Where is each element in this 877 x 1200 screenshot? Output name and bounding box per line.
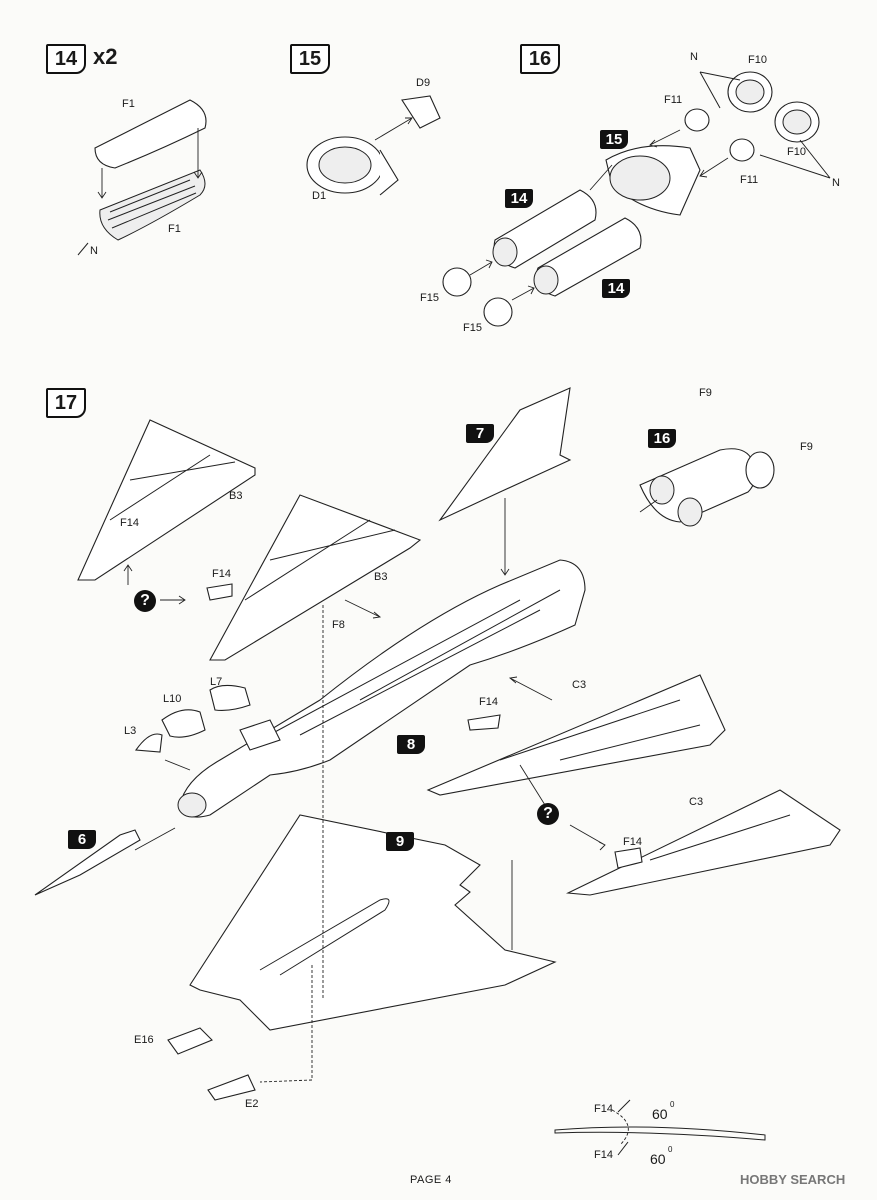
ref-step7-text: 7 (475, 425, 485, 442)
step17-drawing (34, 387, 841, 1101)
ref-step16-text: 16 (653, 430, 671, 447)
label-f1-bottom: F1 (168, 223, 181, 235)
step-15-badge: 15 (290, 44, 330, 74)
ref-step16: 16 (648, 429, 676, 448)
step-14-multiplier: x2 (93, 44, 118, 69)
label-f15-a: F15 (420, 292, 439, 304)
question-icon: ? (134, 590, 156, 612)
angle-bottom-value: 60 (650, 1151, 666, 1167)
angle-top-degree: 0 (670, 1100, 675, 1109)
ref-step15: 15 (600, 130, 628, 149)
label-f10-top: F10 (748, 54, 767, 66)
label-f14-c3-lower: F14 (623, 836, 642, 848)
label-l10: L10 (163, 693, 182, 705)
step-16-badge: 16 (520, 44, 560, 74)
angle-top-part: F14 (594, 1103, 613, 1115)
label-c3-lower: C3 (689, 796, 704, 808)
ref-step14-b-text: 14 (607, 280, 625, 297)
step-16-number: 16 (528, 47, 552, 70)
label-f9-right: F9 (800, 441, 813, 453)
label-n-step14: N (90, 245, 98, 257)
angle-bottom-part: F14 (594, 1149, 613, 1161)
question-mark-2: ? (543, 805, 553, 822)
ref-step6: 6 (68, 830, 96, 849)
label-f15-b: F15 (463, 322, 482, 334)
label-b3-right: B3 (374, 571, 388, 583)
question-mark-1: ? (140, 592, 150, 609)
step16-drawing (442, 71, 831, 327)
step14-drawing (77, 99, 207, 256)
watermark: HOBBY SEARCH (740, 1172, 846, 1187)
label-f1-top: F1 (122, 98, 135, 110)
label-d9: D9 (416, 77, 431, 89)
label-f9-top: F9 (699, 387, 712, 399)
label-f14-wing: F14 (120, 517, 139, 529)
step-15-number: 15 (298, 47, 322, 70)
label-n1: N (690, 51, 698, 63)
ref-step9-text: 9 (395, 833, 405, 850)
label-f11-top: F11 (664, 94, 683, 106)
ref-step14-a: 14 (505, 189, 533, 208)
label-f8: F8 (332, 619, 345, 631)
label-e2: E2 (245, 1098, 259, 1110)
ref-step14-a-text: 14 (510, 190, 528, 207)
label-b3-left: B3 (229, 490, 243, 502)
ref-step9: 9 (386, 832, 414, 851)
label-f10-right: F10 (787, 146, 806, 158)
label-e16: E16 (134, 1034, 154, 1046)
angle-bottom-degree: 0 (668, 1145, 673, 1154)
page-number: PAGE 4 (410, 1174, 452, 1186)
label-n2: N (832, 177, 840, 189)
step-17-number: 17 (54, 391, 78, 414)
label-f14-loose: F14 (212, 568, 231, 580)
label-l3: L3 (124, 725, 137, 737)
step-14-badge: 14 (46, 44, 86, 74)
label-f11-right: F11 (740, 174, 759, 186)
ref-step6-text: 6 (77, 831, 87, 848)
ref-step8-text: 8 (406, 736, 416, 753)
label-c3-upper: C3 (572, 679, 587, 691)
step-14-number: 14 (54, 47, 78, 70)
step15-drawing (306, 95, 441, 196)
angle-note-drawing (554, 1099, 766, 1156)
ref-step7: 7 (466, 424, 494, 443)
ref-step15-text: 15 (605, 131, 623, 148)
angle-top-value: 60 (652, 1106, 668, 1122)
step-17-badge: 17 (46, 388, 86, 418)
label-l7: L7 (210, 676, 223, 688)
question-icon: ? (537, 803, 559, 825)
label-f14-c3: F14 (479, 696, 498, 708)
label-d1: D1 (312, 190, 327, 202)
ref-step14-b: 14 (602, 279, 630, 298)
ref-step8: 8 (397, 735, 425, 754)
